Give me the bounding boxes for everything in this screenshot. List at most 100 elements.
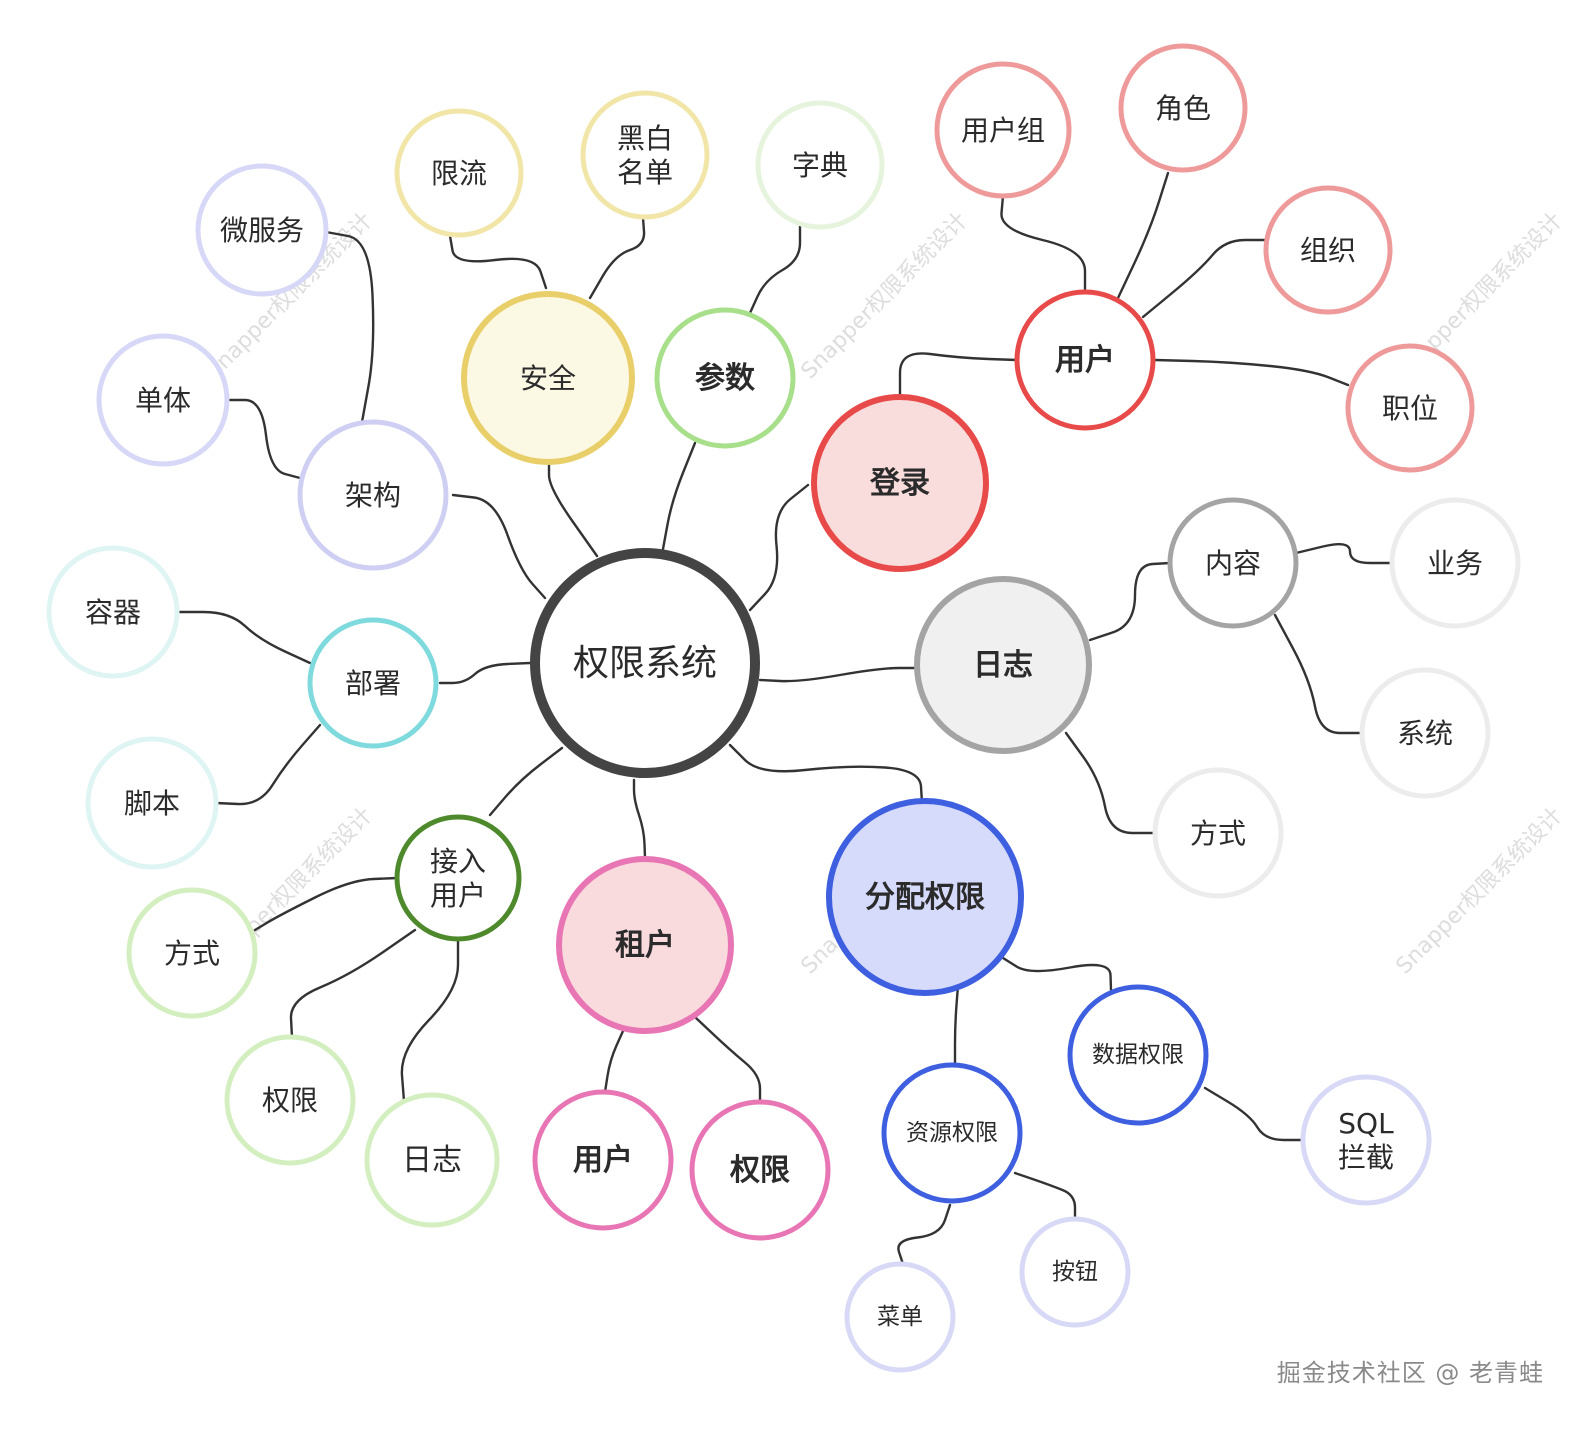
- node-tenant-user: 用户: [532, 1089, 674, 1231]
- node-xitong-label: 系统: [1397, 717, 1453, 750]
- node-xianliu: 限流: [394, 108, 524, 238]
- edge-neirong-yewu: [1294, 542, 1392, 565]
- node-heibai-label: 黑白名单: [617, 122, 673, 189]
- edge-center-assign: [728, 743, 924, 805]
- node-zhiwei: 职位: [1345, 343, 1475, 473]
- edge-center-log: [758, 666, 919, 683]
- node-tenant-user-label: 用户: [573, 1143, 633, 1178]
- node-zhiwei-circle: [1345, 343, 1475, 473]
- node-access: 接入用户: [394, 814, 522, 942]
- node-tenant-perm-circle: [689, 1099, 831, 1241]
- node-deploy: 部署: [307, 617, 439, 749]
- node-arch-circle: [297, 419, 449, 571]
- watermark-text: Snapper权限系统设计: [1392, 803, 1568, 979]
- edge-security-heibai: [588, 216, 646, 300]
- edge-deploy-rongqi: [175, 610, 312, 665]
- edge-user-jiaose: [1116, 171, 1170, 300]
- node-rongqi: 容器: [46, 545, 180, 679]
- node-log-label: 日志: [973, 648, 1033, 683]
- node-access-fangshi-label: 方式: [164, 937, 220, 970]
- node-access-rizhi-label: 日志: [402, 1143, 462, 1178]
- node-fangshi-log-circle: [1152, 767, 1284, 899]
- node-shuju-circle: [1067, 984, 1209, 1126]
- node-xianliu-label: 限流: [431, 157, 487, 190]
- edge-user-zuzhi: [1141, 238, 1267, 319]
- node-caidan-circle: [844, 1261, 956, 1373]
- node-xitong: 系统: [1359, 667, 1491, 799]
- node-anniu: 按钮: [1019, 1216, 1131, 1328]
- node-zuzhi-label: 组织: [1300, 234, 1356, 267]
- edge-assign-shuju: [1001, 956, 1113, 992]
- node-weifuwu: 微服务: [195, 163, 329, 297]
- edge-log-fangshi-log: [1064, 731, 1157, 835]
- center-node-label: 权限系统: [573, 643, 717, 684]
- node-anniu-circle: [1019, 1216, 1131, 1328]
- node-rongqi-circle: [46, 545, 180, 679]
- node-login: 登录: [811, 394, 989, 572]
- node-ziyuan: 资源权限: [881, 1062, 1023, 1204]
- node-heibai-circle: [580, 90, 710, 220]
- node-tenant: 租户: [556, 856, 734, 1034]
- node-zhiwei-label: 职位: [1382, 392, 1438, 425]
- node-fangshi-log-label: 方式: [1190, 817, 1246, 850]
- node-neirong-circle: [1167, 497, 1299, 629]
- edge-login-user: [898, 352, 1019, 398]
- edge-center-params: [661, 441, 697, 551]
- edge-tenant-tenant-user: [603, 1029, 625, 1094]
- edge-center-access: [488, 746, 564, 817]
- node-zuzhi-circle: [1263, 185, 1393, 315]
- node-params: 参数: [654, 307, 796, 449]
- node-access-quanxian-circle: [224, 1034, 356, 1166]
- center-node-circle: [530, 548, 760, 778]
- node-anniu-label: 按钮: [1052, 1259, 1098, 1285]
- edge-log-neirong: [1088, 561, 1172, 642]
- node-assign-circle: [826, 798, 1024, 996]
- edge-tenant-tenant-perm: [694, 1016, 762, 1104]
- node-params-label: 参数: [695, 361, 756, 396]
- node-arch-label: 架构: [345, 479, 401, 512]
- node-access-fangshi: 方式: [126, 887, 258, 1019]
- node-jiaose-label: 角色: [1155, 92, 1211, 125]
- edge-center-tenant: [632, 778, 647, 860]
- node-neirong-label: 内容: [1205, 547, 1261, 580]
- node-xianliu-circle: [394, 108, 524, 238]
- node-yewu-label: 业务: [1427, 547, 1483, 580]
- node-user-circle: [1014, 289, 1156, 431]
- node-yewu: 业务: [1389, 497, 1521, 629]
- node-access-rizhi-circle: [364, 1092, 500, 1228]
- edge-security-xianliu: [448, 234, 548, 290]
- node-rongqi-label: 容器: [85, 596, 141, 629]
- node-jiaose-circle: [1118, 43, 1248, 173]
- edge-access-access-quanxian: [289, 928, 417, 1039]
- node-login-label: 登录: [869, 466, 930, 501]
- node-zidian-label: 字典: [792, 149, 848, 182]
- node-tenant-label: 租户: [615, 928, 675, 963]
- edge-params-zidian: [748, 224, 802, 315]
- node-jiaoben: 脚本: [85, 736, 219, 870]
- edge-user-yonghuzu: [1000, 194, 1087, 294]
- edge-arch-weifuwu: [324, 230, 375, 424]
- node-access-fangshi-circle: [126, 887, 258, 1019]
- edge-shuju-sql: [1203, 1086, 1305, 1142]
- node-fangshi-log: 方式: [1152, 767, 1284, 899]
- node-zidian-circle: [755, 100, 885, 230]
- node-access-label: 接入用户: [430, 845, 486, 912]
- node-caidan-label: 菜单: [877, 1304, 923, 1330]
- node-assign-label: 分配权限: [865, 880, 985, 915]
- edge-center-login: [748, 483, 810, 612]
- node-access-quanxian: 权限: [224, 1034, 356, 1166]
- edge-access-access-rizhi: [400, 938, 460, 1103]
- node-jiaoben-label: 脚本: [124, 787, 180, 820]
- node-access-circle: [394, 814, 522, 942]
- node-heibai: 黑白名单: [580, 90, 710, 220]
- edge-center-arch: [451, 493, 547, 600]
- node-danti-label: 单体: [135, 384, 191, 417]
- node-access-rizhi: 日志: [364, 1092, 500, 1228]
- node-login-circle: [811, 394, 989, 572]
- credit-text: 掘金技术社区 @ 老青蛙: [1276, 1359, 1544, 1387]
- watermark-text: Snapper权限系统设计: [797, 208, 973, 384]
- edge-user-zhiwei: [1153, 358, 1350, 387]
- node-jiaose: 角色: [1118, 43, 1248, 173]
- node-weifuwu-label: 微服务: [220, 214, 304, 247]
